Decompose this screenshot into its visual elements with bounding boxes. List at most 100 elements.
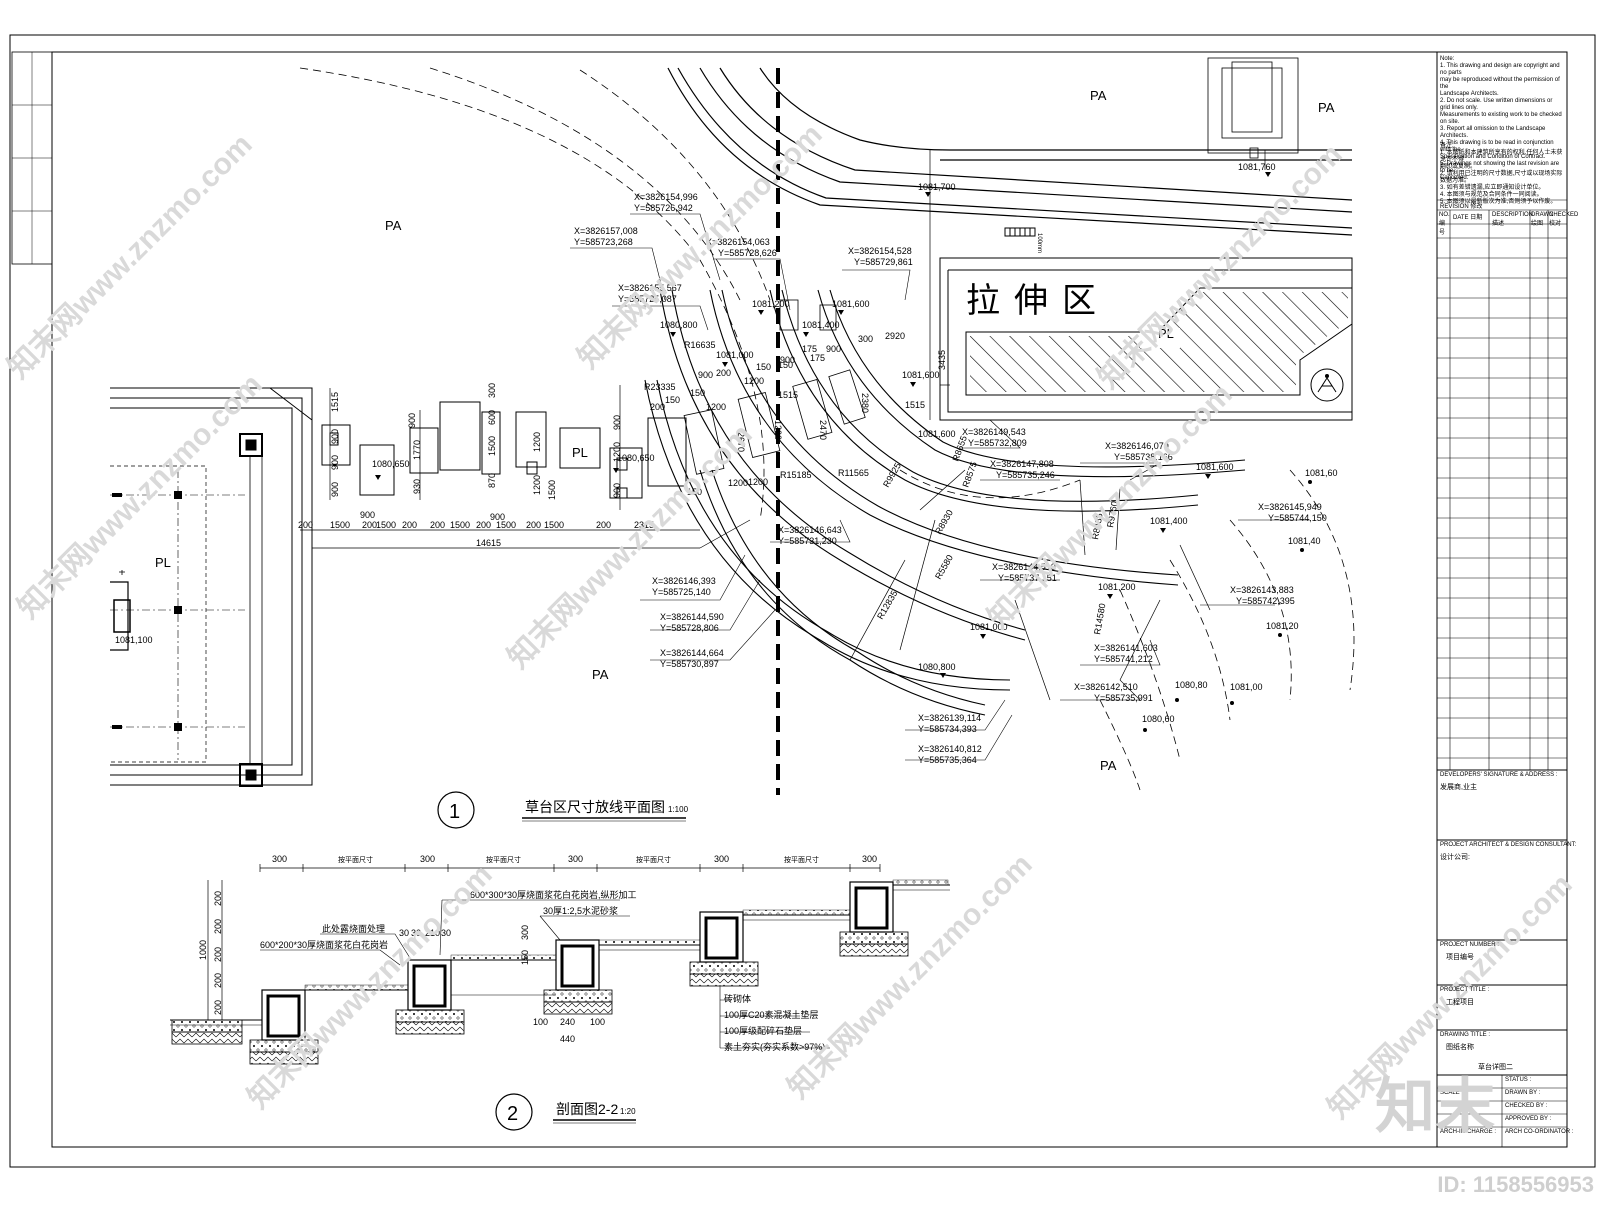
plan-title: 草台区尺寸放线平面图 bbox=[525, 799, 665, 815]
coord-y: Y=585723,268 bbox=[574, 237, 633, 247]
dim-label: 150 bbox=[756, 362, 771, 372]
dim-label: 1200 bbox=[728, 478, 748, 488]
coord-x: X=3826141,603 bbox=[1094, 643, 1158, 653]
plan-number-circle bbox=[437, 791, 475, 829]
dim-label: 1200 bbox=[748, 477, 768, 487]
dim-label: 2380 bbox=[860, 393, 870, 413]
section-dim: 240 bbox=[560, 1017, 575, 1027]
section-note: 600*300*30厚烧面浆花白花岗岩,纵形加工 bbox=[470, 889, 637, 900]
dim-label: 900 bbox=[360, 510, 375, 520]
dim-label: 150 bbox=[665, 395, 680, 405]
revision-col-checked: CHECKED 校对 bbox=[1549, 212, 1579, 227]
dim-label: 930 bbox=[412, 479, 422, 494]
coord-y: Y=585728,626 bbox=[718, 248, 777, 258]
radius-label: R11565 bbox=[838, 468, 869, 478]
coord-x: X=3826144,590 bbox=[660, 612, 724, 622]
dim-row-label: 200 bbox=[430, 520, 445, 530]
dim-label: 900 bbox=[612, 483, 622, 498]
section-dim: 200 bbox=[213, 947, 223, 962]
area-title: 拉伸区 bbox=[966, 281, 1110, 321]
dim-label: 900 bbox=[698, 370, 713, 380]
drawing-title-label: DRAWING TITLE : bbox=[1440, 1032, 1491, 1038]
section-dim: 300 bbox=[420, 854, 435, 864]
coord-y: Y=585741,212 bbox=[1094, 654, 1153, 664]
radius-label: R14580 bbox=[1092, 603, 1107, 636]
elevation-label: 1081,200 bbox=[752, 299, 790, 309]
drawn-label: DRAWN BY : bbox=[1505, 1090, 1541, 1096]
dim-label: 2920 bbox=[885, 331, 905, 341]
coord-y: Y=585729,861 bbox=[854, 257, 913, 267]
dim-row-label: 200 bbox=[476, 520, 491, 530]
section-drawing: 300 按平面尺寸 300 按平面尺寸 300 按平面尺寸 300 按平面尺寸 … bbox=[170, 854, 950, 1131]
section-dim: 210 bbox=[425, 928, 440, 938]
plan-scale: 1:100 bbox=[668, 805, 689, 814]
elevation-label: 1080,800 bbox=[660, 320, 698, 330]
coord-y: Y=585742,395 bbox=[1236, 596, 1295, 606]
radius-label: R8930 bbox=[933, 508, 955, 536]
section-dim: 300 bbox=[714, 854, 729, 864]
dim-label: 300 bbox=[858, 334, 873, 344]
section-dim: 按平面尺寸 bbox=[636, 855, 671, 864]
dim-label: 900 bbox=[330, 429, 340, 444]
section-title: 剖面图2-2 bbox=[556, 1101, 618, 1117]
coord-y: Y=585732,809 bbox=[968, 438, 1027, 448]
zone-label: PA bbox=[1318, 100, 1335, 115]
incharge-label: ARCH-IN-CHARGE : bbox=[1440, 1129, 1497, 1135]
elevation-label: 1081,20 bbox=[1266, 621, 1299, 631]
elevation-label: 1081,600 bbox=[1196, 462, 1234, 472]
section-dim: 按平面尺寸 bbox=[486, 855, 521, 864]
section-dim: 200 bbox=[213, 919, 223, 934]
elevation-label: 1081,000 bbox=[716, 350, 754, 360]
radius-label: R5580 bbox=[933, 553, 955, 581]
dim-100mm: 100mm bbox=[1036, 233, 1042, 253]
dim-label: 1515 bbox=[778, 390, 798, 400]
dim-label: 1500 bbox=[487, 436, 497, 456]
dim-label: 1515 bbox=[330, 392, 340, 412]
dim-label: 175 bbox=[810, 353, 825, 363]
section-layer: 砖砌体 bbox=[724, 993, 751, 1004]
dim-row-label: 200 bbox=[526, 520, 541, 530]
architect-value: 设计公司: bbox=[1440, 854, 1470, 861]
revision-col-drawn: DRAWN 绘图 bbox=[1531, 212, 1554, 227]
elevation-label: 1081,400 bbox=[802, 320, 840, 330]
section-dim: 1000 bbox=[198, 940, 208, 960]
radius-label: R8485 bbox=[1090, 512, 1104, 540]
scale-label: SCALE : bbox=[1440, 1090, 1464, 1096]
plan-drawing: 100mm 拉伸区 bbox=[110, 57, 1355, 829]
coord-y: Y=585734,393 bbox=[918, 724, 977, 734]
coord-x: X=3826154,528 bbox=[848, 246, 912, 256]
coord-y: Y=585725,140 bbox=[652, 587, 711, 597]
dim-label: 900 bbox=[826, 344, 841, 354]
section-number-circle bbox=[495, 1093, 533, 1131]
dim-label: 900 bbox=[780, 355, 795, 365]
dim-label: 900 bbox=[407, 413, 417, 428]
coord-x: X=3826140,812 bbox=[918, 744, 982, 754]
elevation-label: 1080,650 bbox=[617, 453, 655, 463]
drawing-title-value: 图纸名称 bbox=[1446, 1044, 1474, 1051]
elevation-label: 1081,700 bbox=[918, 182, 956, 192]
coord-x: X=3826154,063 bbox=[706, 237, 770, 247]
dim-label: 2470 bbox=[818, 420, 828, 440]
elevation-label: 1080,80 bbox=[1175, 680, 1208, 690]
section-scale: 1:20 bbox=[620, 1107, 636, 1116]
coord-y: Y=585731,230 bbox=[778, 536, 837, 546]
coord-x: X=3826149,543 bbox=[962, 427, 1026, 437]
dim-row-label: 1500 bbox=[496, 520, 516, 530]
watermark-text: 知末网www.znzmo.com bbox=[12, 368, 269, 625]
zone-label: PL bbox=[155, 555, 171, 570]
watermark-text: 知末网www.znzmo.com bbox=[242, 858, 499, 1115]
dim-label: 900 bbox=[330, 482, 340, 497]
radius-label: R23335 bbox=[644, 382, 676, 392]
elevation-label: 1081,00 bbox=[1230, 682, 1263, 692]
developer-value: 发展商,业主 bbox=[1440, 784, 1477, 791]
elevation-label: 1080,800 bbox=[918, 662, 956, 672]
status-label: STATUS : bbox=[1505, 1077, 1532, 1083]
approved-label: APPROVED BY : bbox=[1505, 1116, 1552, 1122]
dim-label: 2670 bbox=[736, 432, 746, 452]
dim-row-label: 200 bbox=[402, 520, 417, 530]
zone-label: PA bbox=[592, 667, 609, 682]
coord-y: Y=585735,991 bbox=[1094, 693, 1153, 703]
coord-y: Y=585735,364 bbox=[918, 755, 977, 765]
revision-label: REVISION 修改 bbox=[1440, 204, 1483, 210]
